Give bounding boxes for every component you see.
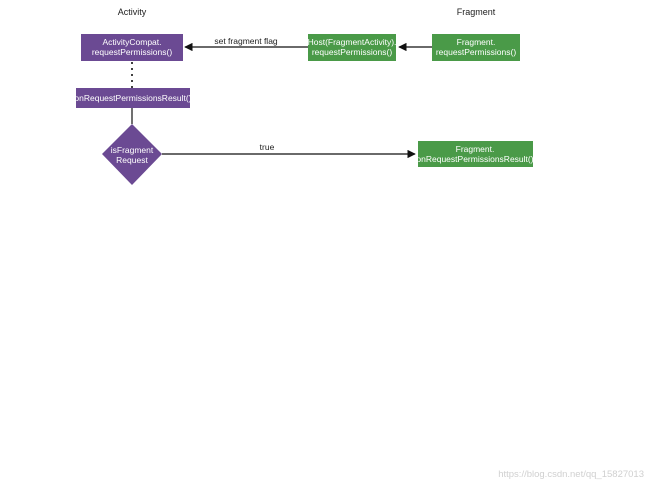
fragment-request-line1: Fragment. xyxy=(457,37,496,47)
decision-line2: Request xyxy=(116,155,148,165)
fragment-result-line2: onRequestPermissionsResult() xyxy=(416,154,533,164)
activity-result-label: onRequestPermissionsResult() xyxy=(74,93,191,103)
is-fragment-request-decision: isFragment Request xyxy=(102,124,162,185)
activity-compat-request-line2: requestPermissions() xyxy=(92,47,172,57)
fragment-request-node: Fragment. requestPermissions() xyxy=(432,34,520,61)
set-fragment-flag-label: set fragment flag xyxy=(214,36,278,46)
fragment-result-node: Fragment. onRequestPermissionsResult() xyxy=(416,141,534,167)
host-request-node: Host(FragmentActivity). requestPermissio… xyxy=(308,34,397,61)
activity-compat-request-line1: ActivityCompat. xyxy=(102,37,161,47)
decision-line1: isFragment xyxy=(111,145,154,155)
fragment-lane-title: Fragment xyxy=(457,7,496,17)
fragment-request-line2: requestPermissions() xyxy=(436,47,516,57)
watermark: https://blog.csdn.net/qq_15827013 xyxy=(498,469,644,480)
activity-result-node: onRequestPermissionsResult() xyxy=(74,88,192,108)
activity-compat-request-node: ActivityCompat. requestPermissions() xyxy=(81,34,183,61)
fragment-result-line1: Fragment. xyxy=(456,144,495,154)
true-label: true xyxy=(260,142,275,152)
host-request-line1: Host(FragmentActivity). xyxy=(308,37,397,47)
activity-lane-title: Activity xyxy=(118,7,147,17)
host-request-line2: requestPermissions() xyxy=(312,47,392,57)
